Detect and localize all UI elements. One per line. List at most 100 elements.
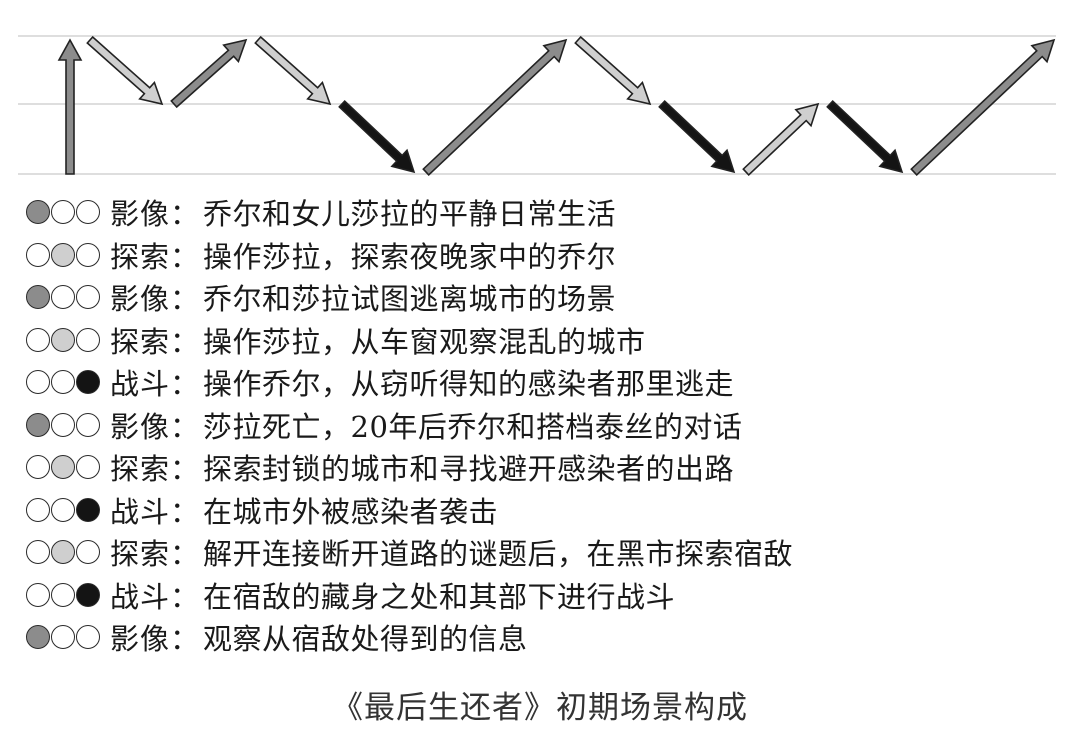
scene-description: 乔尔和女儿莎拉的平静日常生活 bbox=[203, 197, 617, 232]
scene-flow-diagram bbox=[18, 35, 1056, 177]
empty-circle-icon bbox=[76, 242, 100, 267]
scene-row: 战斗：在宿敌的藏身之处和其部下进行战斗 bbox=[26, 574, 1066, 617]
filled-circle-icon bbox=[26, 625, 50, 650]
empty-circle-icon bbox=[51, 625, 75, 650]
arrow-scene-7 bbox=[574, 35, 652, 106]
scene-colon: ： bbox=[170, 282, 200, 317]
category-indicator bbox=[26, 412, 100, 437]
category-indicator bbox=[26, 327, 100, 352]
arrow-scene-9 bbox=[742, 102, 820, 177]
filled-circle-icon bbox=[51, 540, 75, 565]
scene-description: 操作莎拉，探索夜晚家中的乔尔 bbox=[203, 239, 617, 274]
arrow-scene-8 bbox=[658, 99, 736, 174]
empty-circle-icon bbox=[51, 412, 75, 437]
scene-colon: ： bbox=[170, 579, 200, 614]
scene-description: 在城市外被感染者袭击 bbox=[203, 494, 499, 529]
scene-category: 探索 bbox=[110, 239, 171, 274]
empty-circle-icon bbox=[51, 370, 75, 395]
scene-description: 解开连接断开道路的谜题后，在黑市探索宿敌 bbox=[203, 537, 794, 572]
empty-circle-icon bbox=[26, 540, 50, 565]
scene-colon: ： bbox=[170, 452, 200, 487]
category-indicator bbox=[26, 242, 100, 267]
empty-circle-icon bbox=[26, 327, 50, 352]
arrow-scene-4 bbox=[254, 35, 332, 106]
empty-circle-icon bbox=[76, 200, 100, 225]
empty-circle-icon bbox=[26, 455, 50, 480]
empty-circle-icon bbox=[51, 285, 75, 310]
filled-circle-icon bbox=[76, 370, 100, 395]
scene-category: 影像 bbox=[110, 409, 171, 444]
empty-circle-icon bbox=[26, 370, 50, 395]
empty-circle-icon bbox=[26, 497, 50, 522]
empty-circle-icon bbox=[51, 200, 75, 225]
scene-colon: ： bbox=[170, 324, 200, 359]
scene-category: 战斗 bbox=[110, 367, 171, 402]
empty-circle-icon bbox=[76, 412, 100, 437]
scene-row: 影像：莎拉死亡，20年后乔尔和搭档泰丝的对话 bbox=[26, 404, 1066, 447]
filled-circle-icon bbox=[51, 455, 75, 480]
category-indicator bbox=[26, 370, 100, 395]
filled-circle-icon bbox=[76, 582, 100, 607]
category-indicator bbox=[26, 200, 100, 225]
arrow-scene-11 bbox=[910, 38, 1056, 177]
category-indicator bbox=[26, 455, 100, 480]
scene-colon: ： bbox=[170, 409, 200, 444]
empty-circle-icon bbox=[76, 540, 100, 565]
filled-circle-icon bbox=[26, 200, 50, 225]
filled-circle-icon bbox=[26, 412, 50, 437]
category-indicator bbox=[26, 497, 100, 522]
scene-row: 影像：乔尔和女儿莎拉的平静日常生活 bbox=[26, 191, 1066, 234]
scene-colon: ： bbox=[170, 367, 200, 402]
scene-description: 探索封锁的城市和寻找避开感染者的出路 bbox=[203, 452, 735, 487]
scene-category: 影像 bbox=[110, 622, 171, 657]
arrow-scene-10 bbox=[826, 99, 904, 174]
scene-row: 探索：探索封锁的城市和寻找避开感染者的出路 bbox=[26, 446, 1066, 489]
scene-category: 影像 bbox=[110, 282, 171, 317]
scene-description: 操作乔尔，从窃听得知的感染者那里逃走 bbox=[203, 367, 735, 402]
figure-caption: 《最后生还者》初期场景构成 bbox=[332, 690, 748, 726]
scene-description: 操作莎拉，从车窗观察混乱的城市 bbox=[203, 324, 646, 359]
scene-row: 战斗：在城市外被感染者袭击 bbox=[26, 489, 1066, 532]
filled-circle-icon bbox=[76, 497, 100, 522]
category-indicator bbox=[26, 285, 100, 310]
scene-colon: ： bbox=[170, 494, 200, 529]
scene-colon: ： bbox=[170, 239, 200, 274]
filled-circle-icon bbox=[51, 242, 75, 267]
scene-row: 探索：操作莎拉，探索夜晚家中的乔尔 bbox=[26, 234, 1066, 277]
scene-row: 探索：解开连接断开道路的谜题后，在黑市探索宿敌 bbox=[26, 531, 1066, 574]
scene-category: 探索 bbox=[110, 324, 171, 359]
category-indicator bbox=[26, 582, 100, 607]
arrow-scene-6 bbox=[422, 38, 568, 177]
filled-circle-icon bbox=[51, 327, 75, 352]
arrow-scene-2 bbox=[86, 35, 164, 106]
empty-circle-icon bbox=[76, 327, 100, 352]
scene-description: 在宿敌的藏身之处和其部下进行战斗 bbox=[203, 579, 676, 614]
scene-row: 影像：观察从宿敌处得到的信息 bbox=[26, 616, 1066, 659]
scene-colon: ： bbox=[170, 622, 200, 657]
scene-description: 观察从宿敌处得到的信息 bbox=[203, 622, 528, 657]
scene-legend: 影像：乔尔和女儿莎拉的平静日常生活探索：操作莎拉，探索夜晚家中的乔尔影像：乔尔和… bbox=[26, 191, 1066, 659]
scene-colon: ： bbox=[170, 537, 200, 572]
empty-circle-icon bbox=[76, 625, 100, 650]
scene-description: 乔尔和莎拉试图逃离城市的场景 bbox=[203, 282, 617, 317]
arrow-scene-5 bbox=[338, 99, 416, 174]
category-indicator bbox=[26, 540, 100, 565]
scene-category: 战斗 bbox=[110, 579, 171, 614]
scene-row: 探索：操作莎拉，从车窗观察混乱的城市 bbox=[26, 319, 1066, 362]
scene-row: 战斗：操作乔尔，从窃听得知的感染者那里逃走 bbox=[26, 361, 1066, 404]
filled-circle-icon bbox=[26, 285, 50, 310]
scene-category: 探索 bbox=[110, 537, 171, 572]
empty-circle-icon bbox=[51, 582, 75, 607]
empty-circle-icon bbox=[76, 455, 100, 480]
scene-description: 莎拉死亡，20年后乔尔和搭档泰丝的对话 bbox=[203, 409, 743, 444]
scene-colon: ： bbox=[170, 197, 200, 232]
empty-circle-icon bbox=[51, 497, 75, 522]
category-indicator bbox=[26, 625, 100, 650]
scene-category: 影像 bbox=[110, 197, 171, 232]
scene-category: 探索 bbox=[110, 452, 171, 487]
scene-row: 影像：乔尔和莎拉试图逃离城市的场景 bbox=[26, 276, 1066, 319]
empty-circle-icon bbox=[76, 285, 100, 310]
arrow-scene-1 bbox=[57, 38, 83, 175]
scene-category: 战斗 bbox=[110, 494, 171, 529]
empty-circle-icon bbox=[26, 582, 50, 607]
